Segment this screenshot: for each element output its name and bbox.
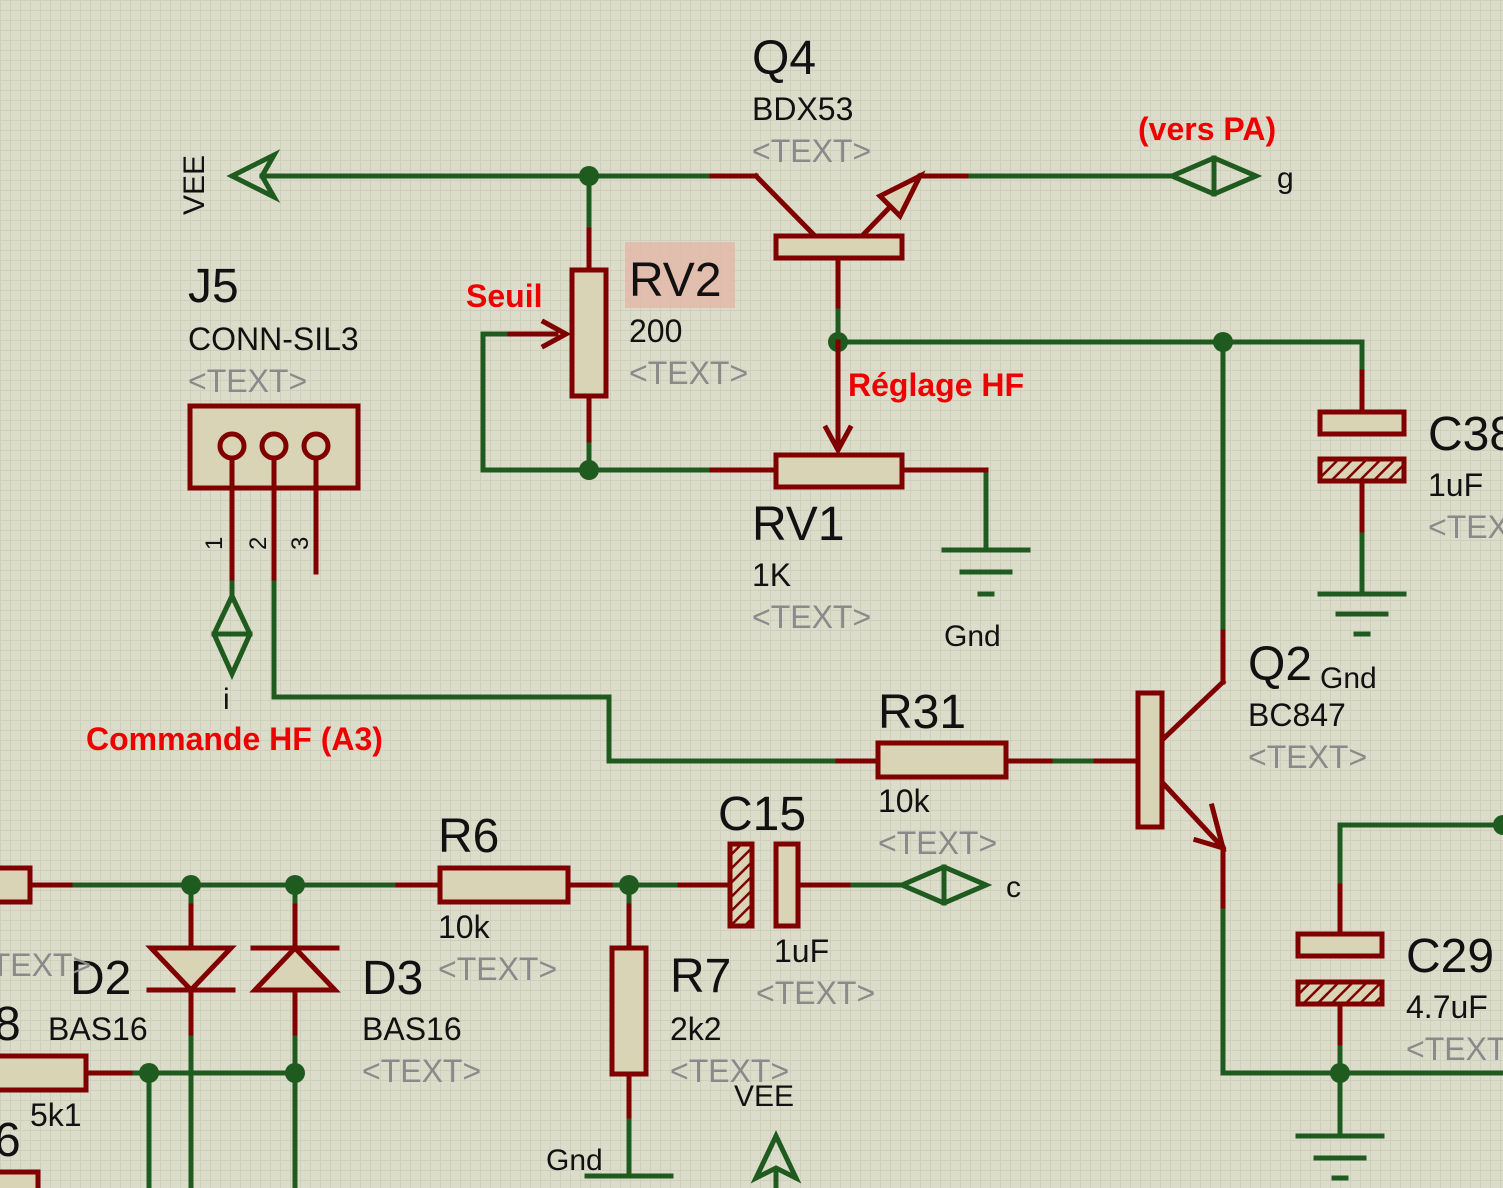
d3-ref: D3 [362,952,423,1005]
r18-value: 5k1 [30,1097,82,1133]
c15-ref: C15 [718,788,806,841]
resistor-r16-partial[interactable]: 6 [0,1114,41,1188]
junctions [139,166,1503,1083]
j5-pin-3: 3 [287,537,314,550]
ground-c38[interactable]: Gnd [1317,591,1407,695]
c15-value: 1uF [774,933,829,969]
r31-value: 10k [878,783,931,819]
resistor-r6[interactable]: R6 10k <TEXT> [395,810,613,987]
c29-value: 4.7uF [1406,989,1488,1025]
net-label-i: i [223,683,230,716]
j5-pin-2: 2 [245,537,272,550]
rv1-ref: RV1 [752,498,845,551]
resistor-r7[interactable]: R7 2k2 <TEXT> [609,903,789,1119]
net-terminal-c[interactable]: c [895,864,1021,906]
transistor-q4[interactable]: Q4 BDX53 <TEXT> [709,32,969,309]
annotation-reglage-hf: Réglage HF [848,367,1024,403]
partial-text-placeholder: <TEXT> [0,947,91,983]
c38-value: 1uF [1428,467,1483,503]
c38-ref: C38 [1428,408,1503,461]
ground-r7[interactable]: Gnd [546,1144,674,1179]
r31-text-placeholder: <TEXT> [878,825,997,861]
rv1-text-placeholder: <TEXT> [752,599,871,635]
q4-ref: Q4 [752,32,816,85]
d3-text-placeholder: <TEXT> [362,1053,481,1089]
r31-ref: R31 [878,686,966,739]
r6-ref: R6 [438,810,499,863]
diode-d3[interactable]: D3 BAS16 <TEXT> [249,903,481,1089]
annotation-vers-pa: (vers PA) [1138,111,1276,147]
j5-value: CONN-SIL3 [188,321,359,357]
j5-ref: J5 [188,260,239,313]
r6-value: 10k [438,909,491,945]
net-label-c: c [1006,871,1021,904]
gnd-label-rv1: Gnd [944,620,1001,653]
q4-text-placeholder: <TEXT> [752,133,871,169]
d3-value: BAS16 [362,1011,462,1047]
transistor-q2[interactable]: Q2 BC847 <TEXT> [1093,629,1367,909]
r7-ref: R7 [670,950,731,1003]
ground-rv1[interactable]: Gnd [941,547,1031,653]
vee-terminal-bottom[interactable]: VEE [734,1080,802,1184]
gnd-label-r7: Gnd [546,1144,603,1177]
annotation-commande-hf: Commande HF (A3) [86,721,383,757]
rv1-value: 1K [752,557,791,593]
q2-value: BC847 [1248,697,1346,733]
vee-label-top: VEE [178,155,211,215]
r7-text-placeholder: <TEXT> [670,1053,789,1089]
connector-j5[interactable]: 1 2 3 J5 CONN-SIL3 <TEXT> [187,260,361,581]
resistor-partial-left-top[interactable]: <TEXT> [0,865,91,983]
q4-value: BDX53 [752,91,853,127]
rv2-ref: RV2 [629,254,722,307]
vee-terminal-top[interactable]: VEE [178,149,281,215]
diode-d2[interactable]: D2 BAS16 [48,903,237,1047]
d2-ref: D2 [70,952,131,1005]
capacitor-c15[interactable]: C15 1uF <TEXT> [677,788,875,1011]
c38-text-placeholder: <TEXT> [1428,509,1503,545]
r7-value: 2k2 [670,1011,722,1047]
j5-pin-1: 1 [201,537,228,550]
resistor-r31[interactable]: R31 10k <TEXT> [835,686,1053,861]
ground-c29[interactable] [1295,1133,1385,1181]
rv2-text-placeholder: <TEXT> [629,355,748,391]
rv2-highlight [625,242,735,308]
c29-ref: C29 [1406,930,1494,983]
wires [67,173,1503,1188]
rv2-value: 200 [629,313,682,349]
capacitor-c29[interactable]: C29 4.7uF <TEXT> [1295,883,1503,1067]
r6-text-placeholder: <TEXT> [438,951,557,987]
net-terminal-g[interactable]: g [1165,155,1294,197]
net-terminal-i[interactable]: i [211,590,253,716]
r16-ref-partial: 6 [0,1114,21,1167]
c15-text-placeholder: <TEXT> [756,975,875,1011]
gnd-label-c38: Gnd [1320,662,1377,695]
q2-text-placeholder: <TEXT> [1248,739,1367,775]
annotation-seuil: Seuil [466,278,542,314]
potentiometer-rv1[interactable]: RV1 1K <TEXT> [709,339,989,635]
capacitor-c38[interactable]: C38 1uF <TEXT> [1317,369,1503,545]
d2-value: BAS16 [48,1011,148,1047]
potentiometer-rv2[interactable]: RV2 200 <TEXT> [507,227,748,443]
resistor-r18-partial[interactable]: 8 5k1 [0,998,133,1133]
q2-ref: Q2 [1248,638,1312,691]
r18-ref-partial: 8 [0,998,21,1051]
j5-text-placeholder: <TEXT> [188,363,307,399]
vee-label-bottom: VEE [734,1080,794,1113]
c29-text-placeholder: <TEXT> [1406,1031,1503,1067]
net-label-g: g [1277,162,1294,195]
